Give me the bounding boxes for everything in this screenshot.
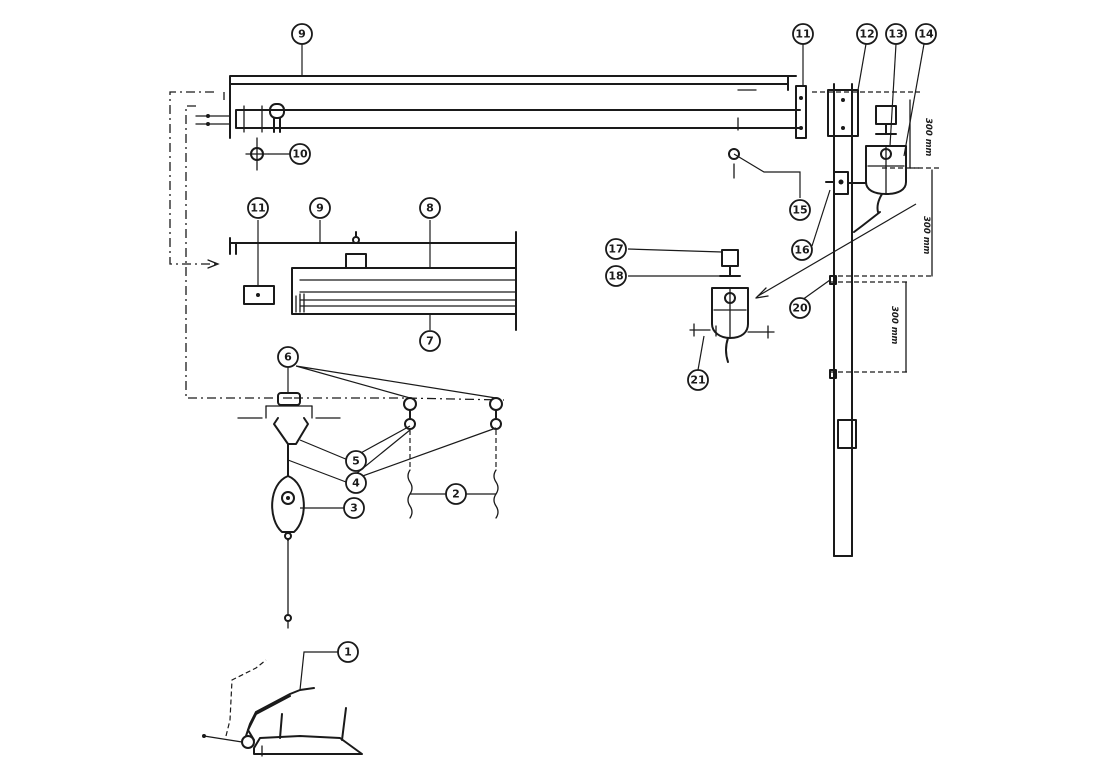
callout-11-top: 11 [792,23,814,45]
dimension-upper-right: 300 mm [923,118,933,157]
trolley-right [489,397,503,411]
callout-17: 17 [605,238,627,260]
rail-beam-inner [235,109,801,129]
svg-text:16: 16 [794,244,810,257]
hanger-yoke [273,417,309,445]
svg-text:10: 10 [292,148,308,161]
callout-20: 20 [789,297,811,319]
rail-end-clamp [243,105,263,133]
svg-text:5: 5 [352,455,360,468]
callout-6: 6 [277,346,299,368]
callout-9-top: 9 [291,23,313,45]
section-bracket [243,285,275,305]
unit-hose [853,211,881,233]
svg-text:11: 11 [250,202,265,215]
svg-text:4: 4 [352,477,360,490]
svg-text:14: 14 [918,28,934,41]
dimension-lines: 300 mm 300 mm 300 mm [812,91,940,373]
trolley-middle [403,397,417,411]
section-profile [291,267,517,315]
callout-5: 5 [345,450,367,472]
callout-9-mid: 9 [309,197,331,219]
svg-text:17: 17 [608,243,623,256]
callout-12: 12 [856,23,878,45]
svg-text:20: 20 [792,302,808,315]
rail-section-detail [229,231,517,331]
svg-text:18: 18 [608,270,623,283]
svg-text:1: 1 [344,646,352,659]
rail-beam-outer [229,75,797,139]
detached-unit-cap [721,249,739,267]
callout-8: 8 [419,197,441,219]
svg-text:6: 6 [284,351,292,364]
trolley-hanger-group [237,392,503,519]
svg-text:11: 11 [795,28,810,41]
unit-cap [875,105,897,125]
svg-text:15: 15 [792,204,807,217]
callout-7: 7 [419,330,441,352]
svg-text:3: 3 [350,502,358,515]
iron-assembly [202,659,363,757]
callout-14: 14 [915,23,937,45]
callout-18: 18 [605,265,627,287]
support-column [825,83,867,557]
svg-text:9: 9 [298,28,306,41]
callout-13: 13 [885,23,907,45]
dimension-middle-right: 300 mm [921,216,931,255]
callout-2: 2 [445,483,467,505]
svg-text:12: 12 [859,28,874,41]
guide-lines-left [169,91,505,401]
iron-soleplate [253,735,363,755]
callout-3: 3 [343,497,365,519]
callout-16: 16 [791,239,813,261]
spring-balancer [271,475,305,629]
svg-text:7: 7 [426,335,434,348]
column-top-plate [827,89,859,137]
iron-handle [279,707,347,741]
steam-unit-mounted [853,105,907,233]
section-outer-beam [229,237,517,255]
svg-text:8: 8 [426,202,434,215]
svg-text:21: 21 [690,374,705,387]
rail-trolley [269,103,285,119]
column-clamp-lower [829,369,837,379]
svg-text:13: 13 [888,28,903,41]
callout-21: 21 [687,369,709,391]
callouts: 9 11 12 13 14 10 15 11 9 8 16 17 18 20 7… [247,23,937,663]
dimension-lower-pole: 300 mm [889,306,899,345]
callout-10: 10 [289,143,311,165]
svg-text:2: 2 [452,488,460,501]
top-rail-assembly [195,75,807,179]
callout-15: 15 [789,199,811,221]
callout-4: 4 [345,472,367,494]
steam-unit-detached [689,249,775,363]
callout-1: 1 [337,641,359,663]
svg-text:9: 9 [316,202,324,215]
callout-11-mid: 11 [247,197,269,219]
column-sleeve [837,419,857,449]
rail-mount-bracket [795,85,807,139]
leader-lines [257,43,925,691]
trolley-left [277,392,301,406]
